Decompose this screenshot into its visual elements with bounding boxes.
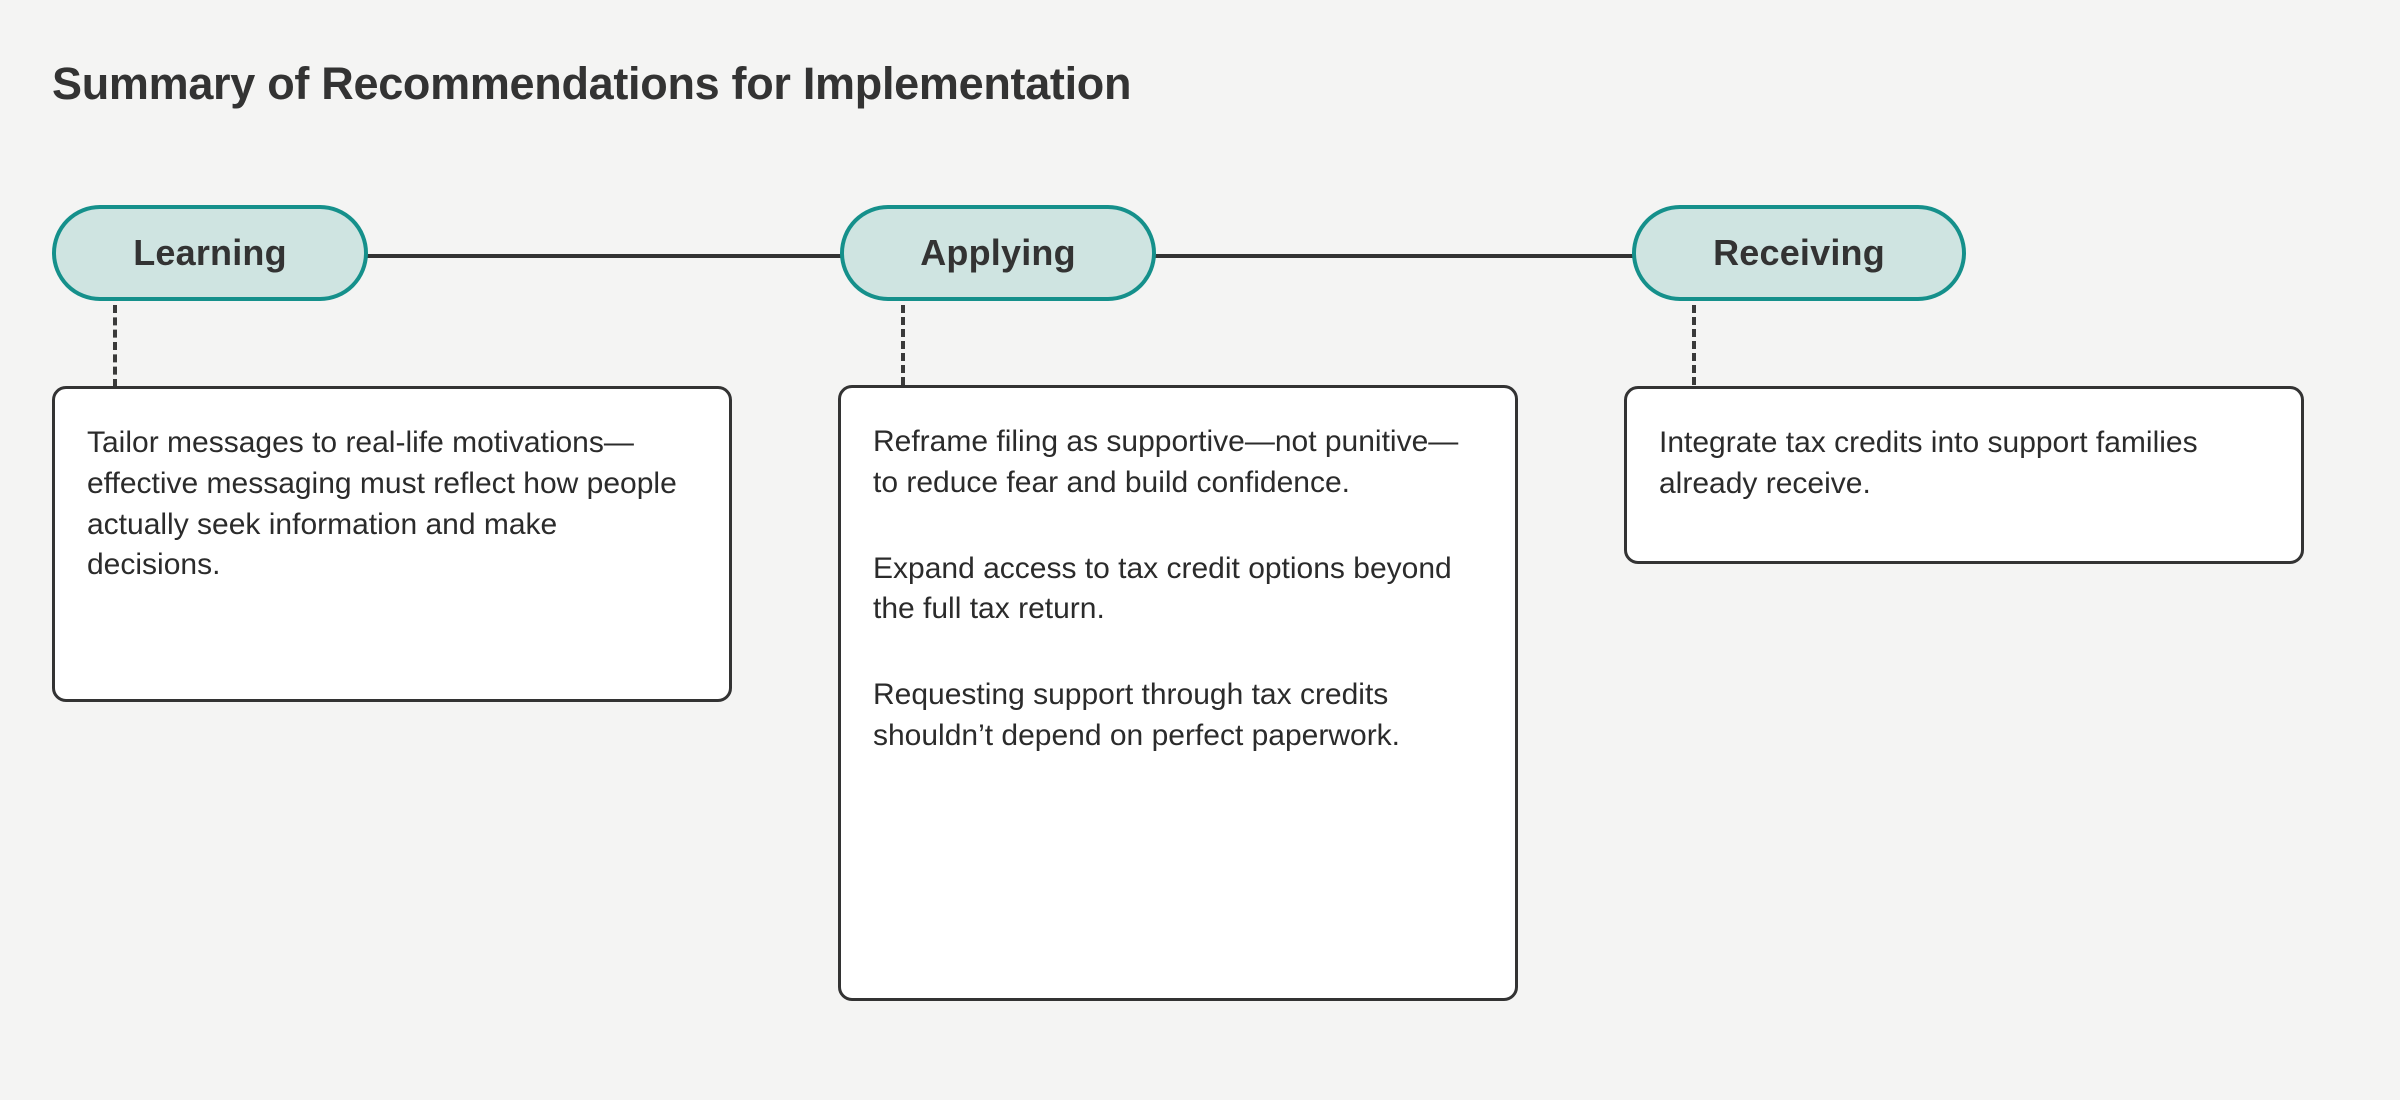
stage-pill-applying[interactable]: Applying (840, 205, 1156, 301)
page-title: Summary of Recommendations for Implement… (52, 58, 1132, 109)
dashed-connector-learning (113, 305, 117, 387)
recommendation-text: Tailor messages to real-life motivations… (87, 426, 677, 582)
stage-pill-learning[interactable]: Learning (52, 205, 368, 301)
stage-pill-receiving[interactable]: Receiving (1632, 205, 1966, 301)
recommendation-text: Integrate tax credits into support famil… (1659, 426, 2198, 500)
stage-pill-label: Receiving (1713, 232, 1885, 273)
stage-pill-label: Learning (133, 232, 287, 273)
recommendation-text: Requesting support through tax credits s… (873, 678, 1401, 752)
connector-line-applying-receiving (1148, 254, 1638, 258)
stage-pill-label: Applying (920, 232, 1076, 273)
connector-line-learning-applying (360, 254, 850, 258)
recommendation-text: Expand access to tax credit options beyo… (873, 551, 1452, 626)
dashed-connector-receiving (1692, 305, 1696, 385)
recommendation-card-receiving: Integrate tax credits into support famil… (1624, 386, 2304, 564)
dashed-connector-applying (901, 305, 905, 385)
recommendation-card-learning: Tailor messages to real-life motivations… (52, 386, 732, 702)
recommendation-text: Reframe filing as supportive—not punitiv… (873, 425, 1459, 499)
recommendation-card-applying: Reframe filing as supportive—not punitiv… (838, 385, 1518, 1001)
